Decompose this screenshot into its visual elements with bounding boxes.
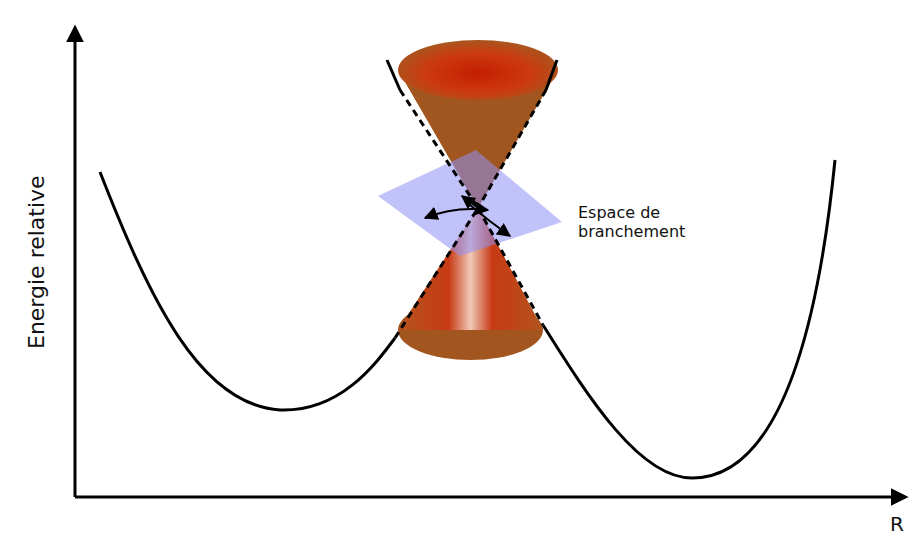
upper-cone-top: [398, 40, 558, 100]
branching-arrows: [425, 196, 510, 236]
x-axis: [75, 496, 905, 499]
left-well: [100, 172, 395, 410]
axis-label: R: [890, 512, 904, 536]
y-axis: [74, 28, 77, 497]
callout-label: Espace de branchement: [578, 203, 728, 241]
branching-plane: [378, 150, 562, 256]
dashed-edges: [395, 90, 546, 338]
right-well: [543, 160, 835, 478]
upper-left-curve: [387, 60, 400, 90]
upper-right-curve: [546, 60, 557, 90]
axis-label: Energie relative: [24, 175, 50, 349]
